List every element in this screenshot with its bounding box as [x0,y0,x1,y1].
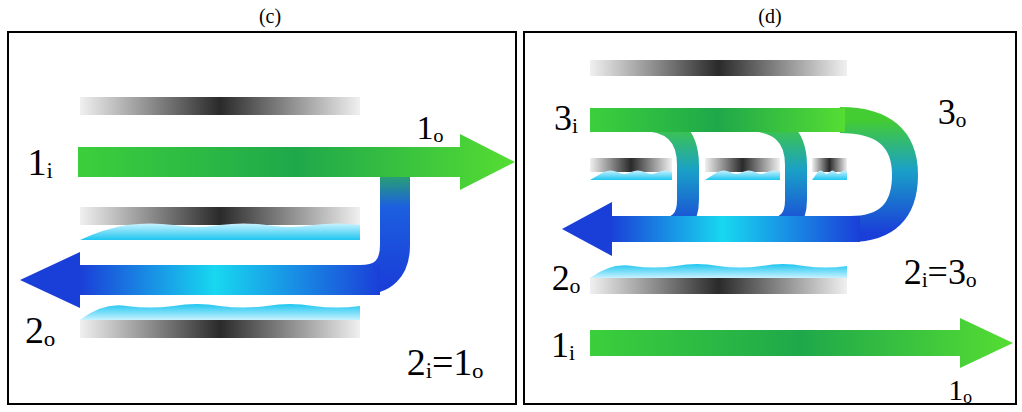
liquid-film [590,264,847,278]
flow-bend [840,120,905,229]
stream-label: 2ₒ [552,260,580,296]
panel-label: (d) [758,6,781,26]
flow-arrow [590,108,845,132]
plate [705,158,780,172]
plate [80,320,360,338]
liquid-film [80,304,360,320]
panel-label: (c) [259,6,281,26]
liquid-film [590,171,672,181]
plate [590,278,847,294]
stream-label: 1ᵢ [551,327,575,363]
stream-label: 1ᵢ [27,143,52,181]
stream-label: 3ᵢ [554,100,578,136]
flow-arrow [610,216,860,242]
flow-loop [745,120,796,229]
liquid-film [812,171,847,181]
plate [590,158,672,172]
flow-loop [640,120,688,229]
stream-label: 1ₒ [417,111,444,145]
panel-frame [8,32,516,404]
panel-frame [524,32,1016,404]
flow-bend [80,168,395,280]
stream-label: 2ᵢ=3ₒ [904,254,977,290]
plate [80,207,360,225]
liquid-film [80,224,360,241]
stream-label: 1ₒ [948,375,972,405]
plate [812,158,847,172]
stream-label: 3ₒ [938,94,966,130]
liquid-film [705,171,780,181]
plate [590,60,847,76]
flow-arrow [80,265,380,295]
flow-arrow [590,318,1013,368]
plate [80,97,360,115]
arrow-head [562,202,612,256]
stream-label: 2ₒ [25,311,55,349]
flow-arrow [78,134,515,190]
stream-label: 2ᵢ=1ₒ [407,343,484,381]
arrow-head [20,252,80,308]
